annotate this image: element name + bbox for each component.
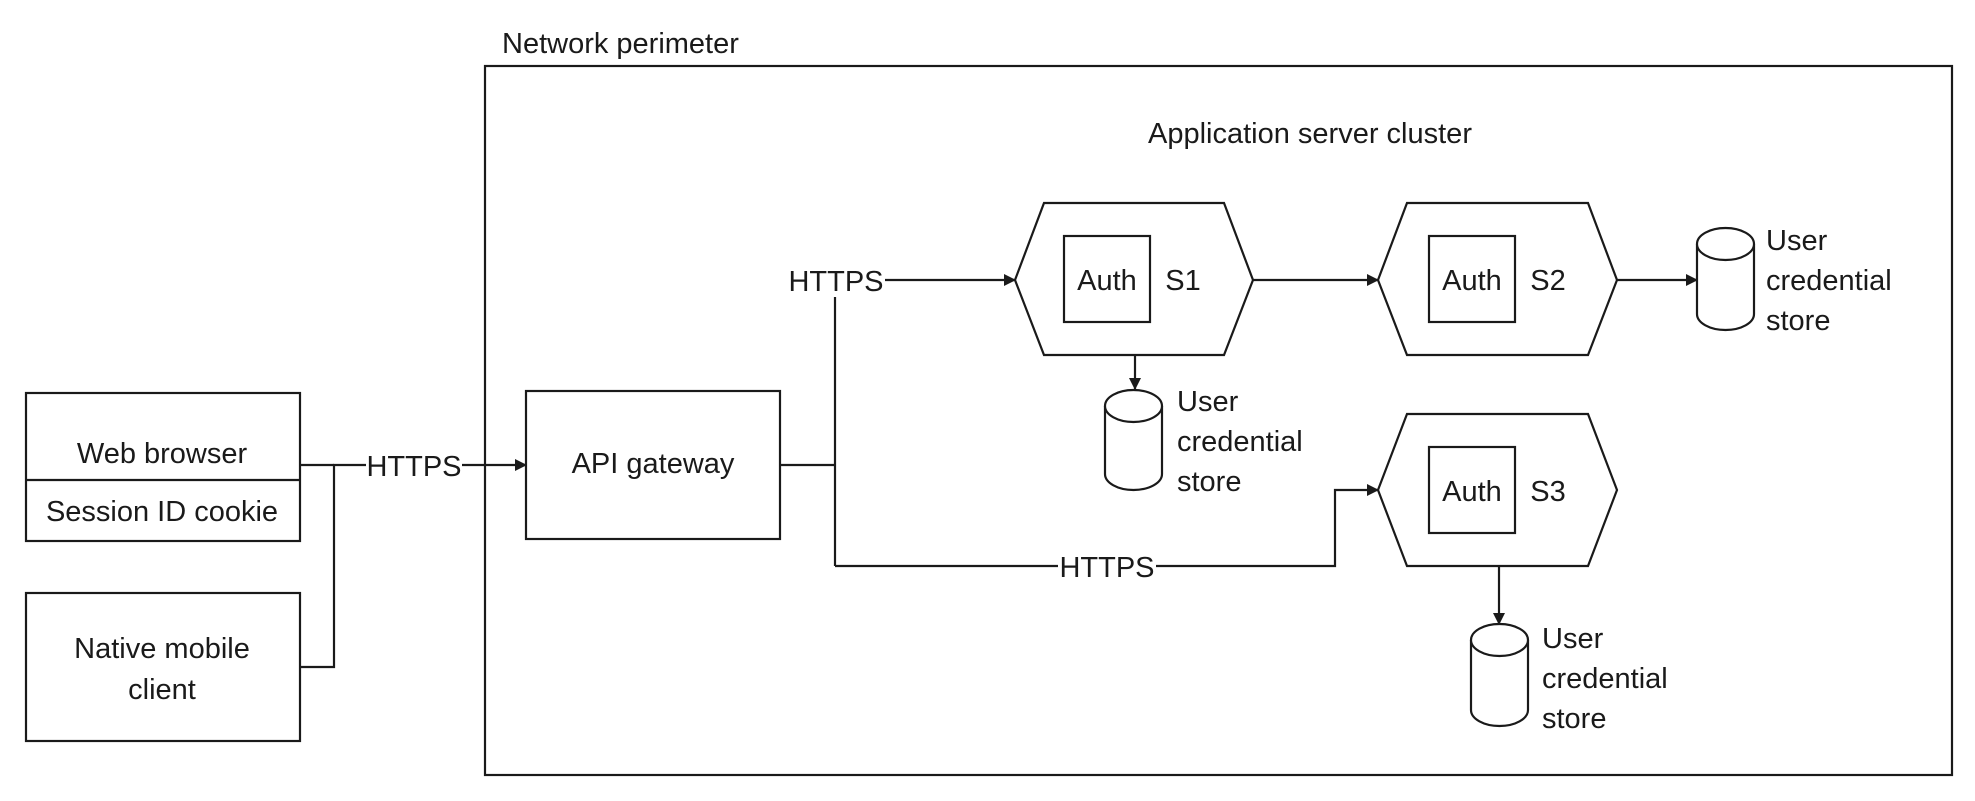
auth-module-s3 [1427,445,1517,535]
auth-label-s2: Auth [1442,265,1502,297]
web-browser-label: Web browser [77,438,248,470]
server-s3: Auth S3 [1376,412,1619,568]
store-s1-label-line3: store [1177,466,1241,498]
network-perimeter-label: Network perimeter [502,28,739,60]
https-label-s1: HTTPS [788,266,883,298]
mobile-client-connector [300,463,366,669]
api-gateway-label: API gateway [572,448,735,480]
store-s2-label-line3: store [1766,305,1830,337]
auth-module-s1 [1062,234,1152,324]
store-s2-label-line2: credential [1766,265,1892,297]
store-s1-label-line2: credential [1177,426,1303,458]
server-label-s2: S2 [1530,265,1565,297]
store-s3-label-line3: store [1542,703,1606,735]
auth-label-s1: Auth [1077,265,1137,297]
native-mobile-label-line1: Native mobile [74,633,250,665]
credential-store-s1: User credential store [1103,386,1303,498]
server-label-s3: S3 [1530,476,1565,508]
https-label-s3: HTTPS [1059,552,1154,584]
store-s3-label-line1: User [1542,623,1604,655]
credential-store-s2: User credential store [1695,225,1892,337]
credential-store-s3: User credential store [1469,622,1668,735]
https-label-client-gateway: HTTPS [366,451,461,483]
auth-module-s2 [1427,234,1517,324]
web-browser-client: Web browser Session ID cookie [24,391,302,543]
server-s1: Auth S1 [1013,201,1255,357]
auth-label-s3: Auth [1442,476,1502,508]
api-gateway: API gateway [524,389,782,541]
server-s2: Auth S2 [1376,201,1619,357]
app-cluster-label: Application server cluster [1148,118,1472,150]
store-s3-label-line2: credential [1542,663,1668,695]
native-mobile-label-line2: client [128,674,196,706]
store-s2-label-line1: User [1766,225,1828,257]
native-mobile-client: Native mobile client [24,591,302,743]
store-s1-label-line1: User [1177,386,1239,418]
session-cookie-label: Session ID cookie [46,496,278,528]
server-label-s1: S1 [1165,265,1200,297]
